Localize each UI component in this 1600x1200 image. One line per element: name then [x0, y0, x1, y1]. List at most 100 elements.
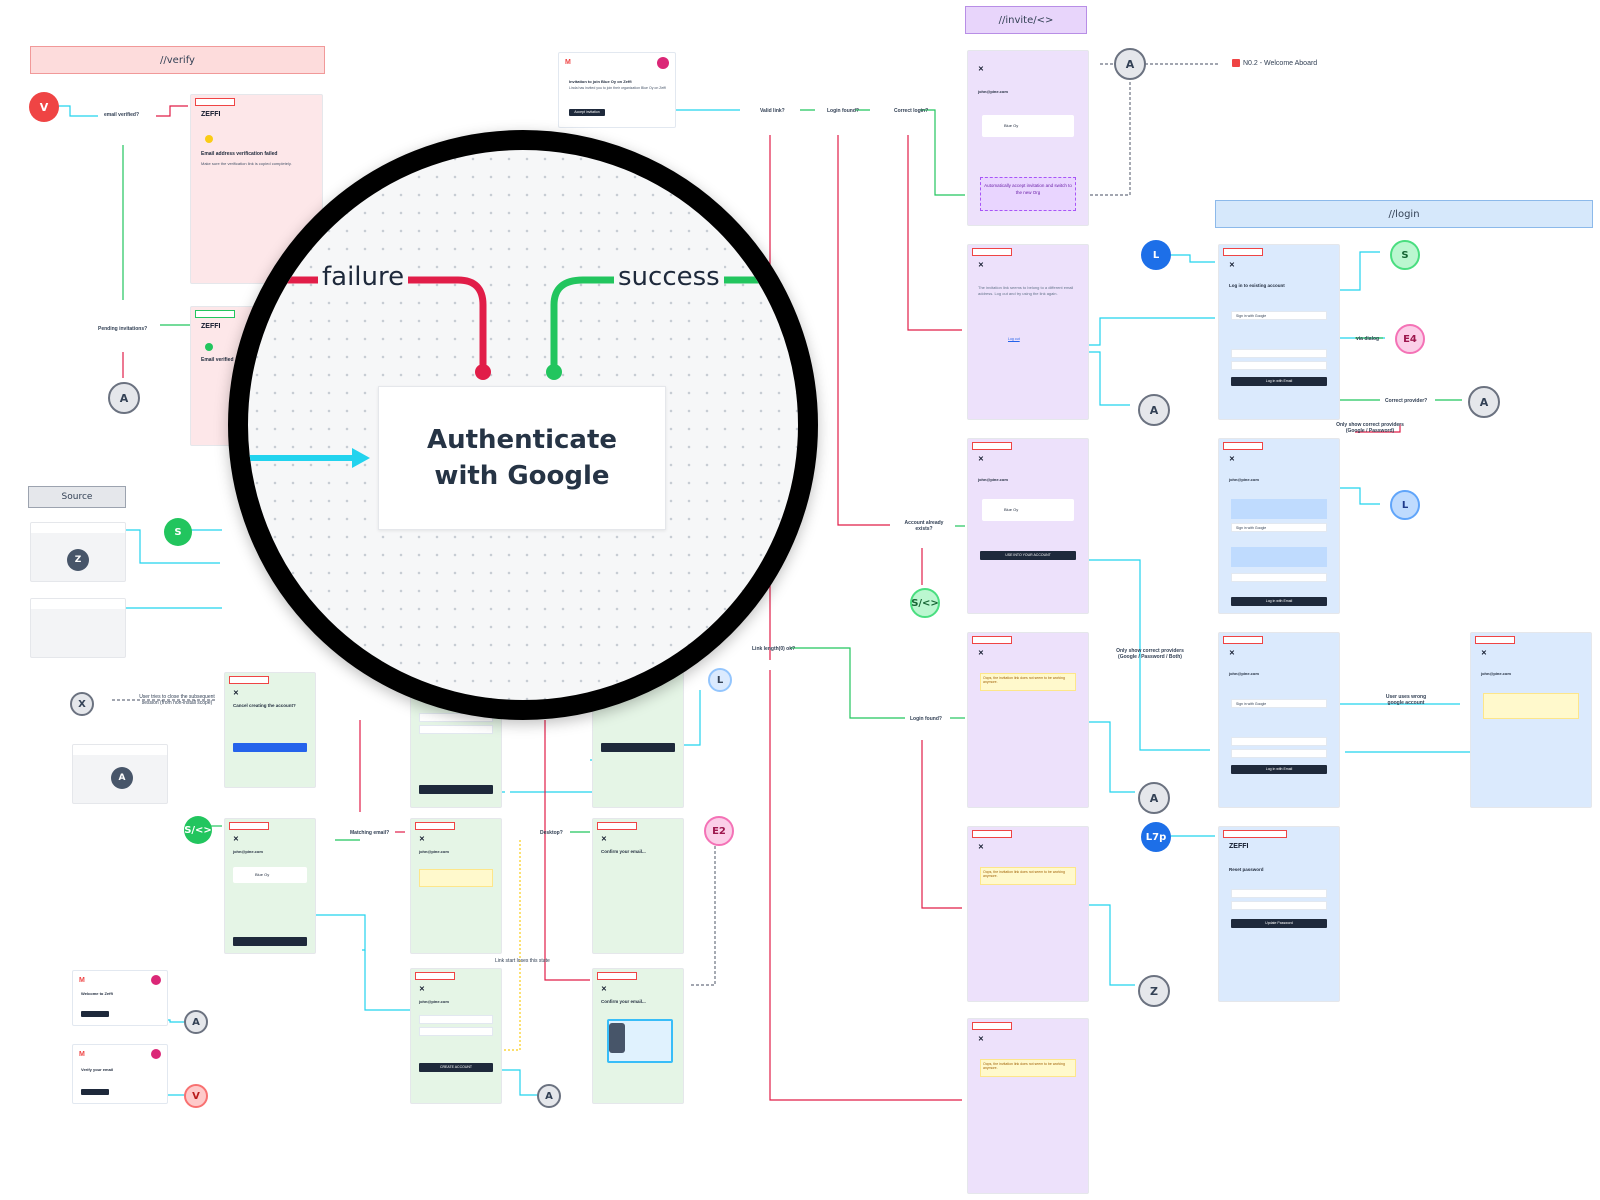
welcome-aboard-link[interactable]: N0.2 - Welcome Aboard [1232, 59, 1317, 67]
use-existing-account-button[interactable] [601, 743, 675, 752]
success-endpoint [546, 364, 562, 380]
label-pending-invitations: Pending invitations? [98, 326, 148, 332]
continue-button[interactable] [233, 743, 307, 752]
verify-email-title: Verify your email [81, 1067, 114, 1072]
new-password-field[interactable] [1231, 889, 1327, 898]
invite-email: john@pine.com [419, 849, 449, 854]
screen-tag [1223, 636, 1263, 644]
node-a[interactable]: A [108, 382, 140, 414]
screen-tag [195, 98, 235, 106]
password-field[interactable] [1231, 361, 1327, 370]
auto-accept-note: Automatically accept invitation and swit… [980, 177, 1076, 211]
screen-cancel-creating: ✕ Cancel creating the account? [224, 672, 316, 788]
login-button[interactable]: Log in with Email [1231, 597, 1327, 606]
screen-login: ✕ Log in to existing account Sign in wit… [1218, 244, 1340, 420]
screen-source-app: A [72, 744, 168, 804]
screen-invite-wrong-email: ✕ The invitation link seems to belong to… [967, 244, 1089, 420]
create-account-button[interactable]: CREATE ACCOUNT [419, 1063, 493, 1072]
node-l[interactable]: L [1141, 240, 1171, 270]
zeffi-logo: ZEFFI [1229, 843, 1249, 850]
email-title: Invitation to join Blue Oy on Zeffi [569, 79, 632, 84]
create-account-button[interactable] [233, 937, 307, 946]
node-a[interactable]: A [111, 767, 133, 789]
email-field[interactable] [1231, 349, 1327, 358]
phone-icon [609, 1023, 625, 1053]
update-password-button[interactable]: Update Password [1231, 919, 1327, 928]
zeffi-logo-icon: ✕ [601, 836, 607, 843]
zeffi-logo-icon: ✕ [978, 456, 984, 463]
google-signin-button[interactable]: Sign in with Google [1231, 523, 1327, 532]
label-login-found: Login found? [827, 108, 859, 114]
node-a[interactable]: A [1468, 386, 1500, 418]
email-text: Linda has invited you to join their orga… [569, 86, 667, 90]
node-a[interactable]: A [537, 1084, 561, 1108]
screen-tag [1223, 248, 1263, 256]
zeffi-logo-icon: ✕ [978, 1036, 984, 1043]
node-l[interactable]: L [1390, 490, 1420, 520]
node-s[interactable]: S [164, 518, 192, 546]
flow-line [837, 135, 890, 526]
create-account-button[interactable] [419, 785, 493, 794]
node-s-invite[interactable]: S/<> [910, 588, 940, 618]
screen-confirm-email: ✕ Confirm your email... [592, 818, 684, 954]
auth-card-title: Authenticate with Google [426, 425, 618, 491]
accept-invitation-button[interactable]: Accept invitation [569, 109, 605, 116]
authenticate-with-google-card[interactable]: Authenticate with Google [378, 386, 666, 530]
failure-connector [274, 276, 487, 376]
node-s[interactable]: S [1390, 240, 1420, 270]
continue-button[interactable] [81, 1011, 109, 1017]
node-v[interactable]: V [29, 92, 59, 122]
flow-line [690, 826, 716, 986]
screen-source-app [30, 598, 126, 658]
login-section-banner: //login [1215, 200, 1593, 228]
node-z[interactable]: Z [67, 549, 89, 571]
node-a[interactable]: A [1138, 782, 1170, 814]
logout-link[interactable]: Log out [1008, 337, 1020, 341]
password-field[interactable] [419, 1027, 493, 1036]
repeat-password-field[interactable] [1231, 901, 1327, 910]
org-card[interactable]: Blue Oy [233, 867, 307, 883]
password-field[interactable] [1231, 749, 1327, 758]
node-s-invite[interactable]: S/<> [184, 816, 212, 844]
label-user-tries-close: User tries to close the subsequent sessi… [139, 694, 215, 706]
node-a[interactable]: A [1138, 394, 1170, 426]
login-email: john@pine.com [1229, 671, 1259, 676]
flow-line [1075, 80, 1131, 196]
org-card[interactable]: Blue Oy [982, 115, 1074, 137]
cancel-title: Cancel creating the account? [233, 703, 296, 708]
login-button[interactable]: Log in with Email [1231, 765, 1327, 774]
node-x[interactable]: X [70, 692, 94, 716]
email-field[interactable] [419, 1015, 493, 1024]
node-z[interactable]: Z [1138, 975, 1170, 1007]
app-header [73, 745, 167, 755]
flow-line [118, 529, 220, 564]
magnified-connectors [248, 276, 772, 468]
use-existing-account-button[interactable]: USE INTO YOUR ACCOUNT [980, 551, 1076, 560]
screen-tag [1475, 636, 1515, 644]
email-field[interactable] [1231, 737, 1327, 746]
node-v[interactable]: V [184, 1084, 208, 1108]
zeffi-logo-icon: ✕ [419, 986, 425, 993]
node-a[interactable]: A [184, 1010, 208, 1034]
source-section-banner: Source [28, 486, 126, 508]
google-signin-button[interactable]: Sign in with Google [1231, 311, 1327, 320]
label-only-show-providers-both: Only show correct providers (Google / Pa… [1116, 648, 1184, 660]
org-card[interactable]: Blue Oy [982, 499, 1074, 521]
screen-create-account: ✕ john@pine.com CREATE ACCOUNT [410, 968, 502, 1104]
node-a[interactable]: A [1114, 48, 1146, 80]
node-l7p[interactable]: L7p [1141, 822, 1171, 852]
screen-welcome-email: M Welcome to Zeffi [72, 970, 168, 1026]
password-field[interactable] [419, 725, 493, 734]
node-e2[interactable]: E2 [704, 816, 734, 846]
google-signin-button[interactable]: Sign in with Google [1231, 699, 1327, 708]
invite-email: john@pine.com [233, 849, 263, 854]
node-e4[interactable]: E4 [1395, 324, 1425, 354]
zeffi-logo-icon: ✕ [978, 262, 984, 269]
email-mismatch-note [419, 869, 493, 887]
node-l[interactable]: L [708, 668, 732, 692]
confirm-button[interactable] [81, 1089, 109, 1095]
screen-invite-email: M Invitation to join Blue Oy on Zeffi Li… [558, 52, 676, 128]
warning-icon [205, 135, 213, 143]
email-field[interactable] [1231, 573, 1327, 582]
login-button[interactable]: Log in with Email [1231, 377, 1327, 386]
